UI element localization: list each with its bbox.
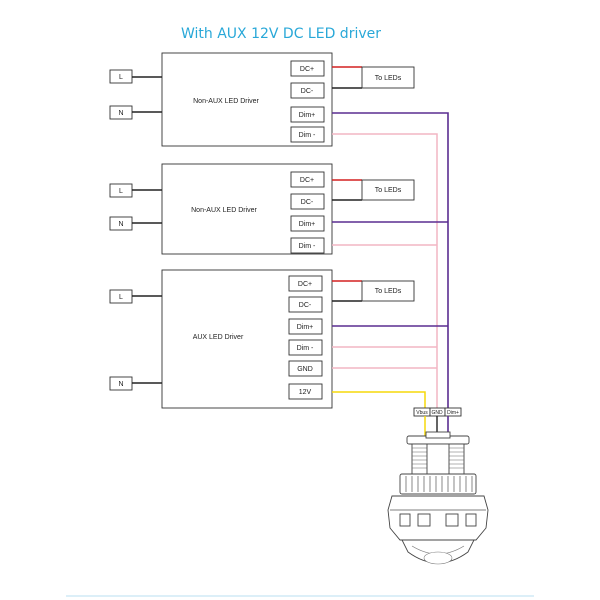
driver-3: AUX LED Driver L N DC+ DC- Dim+ Dim - GN… <box>109 269 415 409</box>
sensor-flange <box>399 473 477 495</box>
driver-3-terminal-dim-minus-label: Dim - <box>297 345 314 352</box>
driver-3-terminal-12v-label: 12V <box>299 389 312 396</box>
driver-1-terminal-dim-plus-label: Dim+ <box>299 112 316 119</box>
driver-1-output-label: To LEDs <box>375 75 402 82</box>
driver-3-terminal-gnd-label: GND <box>297 366 313 373</box>
supply-n-label-2: N <box>118 221 123 228</box>
driver-3-name: AUX LED Driver <box>193 334 244 341</box>
driver-1-terminal-dim-plus <box>290 106 325 123</box>
supply-n-label-1: N <box>118 110 123 117</box>
driver-2-output-box <box>361 179 415 201</box>
driver-2-terminal-dc-plus-label: DC+ <box>300 177 314 184</box>
driver-2-terminal-dc-minus <box>290 193 325 210</box>
driver-3-terminal-dim-plus-label: Dim+ <box>297 324 314 331</box>
supply-n-label-3: N <box>118 381 123 388</box>
driver-3-terminal-dc-plus <box>288 275 323 292</box>
driver-1-name: Non-AUX LED Driver <box>193 98 259 105</box>
sensor-terminal-gnd-label: GND <box>431 410 443 416</box>
driver-3-terminal-dim-minus <box>288 339 323 356</box>
driver-3-terminal-dim-plus <box>288 318 323 335</box>
supply-l-label-3: L <box>119 294 123 301</box>
sensor-terminal-dim-plus-label: Dim+ <box>447 410 459 416</box>
driver-2-terminal-dc-plus <box>290 171 325 188</box>
driver-1-output-box <box>361 66 415 89</box>
driver-3-terminal-12v <box>288 383 323 400</box>
supply-l-label-1: L <box>119 74 123 81</box>
driver-3-terminal-dc-minus <box>288 296 323 313</box>
driver-1-terminal-dim-minus-label: Dim - <box>299 132 316 139</box>
driver-1: Non-AUX LED Driver L N DC+ DC- Dim+ Dim … <box>109 52 415 147</box>
driver-1-terminal-dc-minus <box>290 82 325 99</box>
sensor-terminal-dim-plus <box>444 407 462 417</box>
driver-3-terminal-gnd <box>288 360 323 377</box>
diagram-title: With AUX 12V DC LED driver <box>181 26 381 42</box>
driver-1-terminal-dc-plus-label: DC+ <box>300 66 314 73</box>
driver-3-terminal-dc-plus-label: DC+ <box>298 281 312 288</box>
driver-3-terminal-dc-minus-label: DC- <box>299 302 312 309</box>
sensor-device: Vbus GND Dim+ <box>387 407 489 565</box>
driver-1-terminal-dim-minus <box>290 126 325 143</box>
driver-2-output-label: To LEDs <box>375 187 402 194</box>
sensor-terminal-vbus-label: Vbus <box>416 410 428 416</box>
driver-2-name: Non-AUX LED Driver <box>191 207 257 214</box>
driver-2-terminal-dc-minus-label: DC- <box>301 199 314 206</box>
driver-1-terminal-dc-minus-label: DC- <box>301 88 314 95</box>
driver-2-terminal-dim-minus <box>290 237 325 254</box>
driver-2-terminal-dim-minus-label: Dim - <box>299 243 316 250</box>
driver-3-output-label: To LEDs <box>375 288 402 295</box>
sensor-body <box>387 495 489 541</box>
driver-1-terminal-dc-plus <box>290 60 325 77</box>
driver-2: Non-AUX LED Driver L N DC+ DC- Dim+ Dim … <box>109 163 415 255</box>
driver-2-terminal-dim-plus <box>290 215 325 232</box>
supply-l-label-2: L <box>119 188 123 195</box>
driver-3-output-box <box>361 280 415 302</box>
dim-bus-wires <box>332 112 449 409</box>
driver-2-terminal-dim-plus-label: Dim+ <box>299 221 316 228</box>
